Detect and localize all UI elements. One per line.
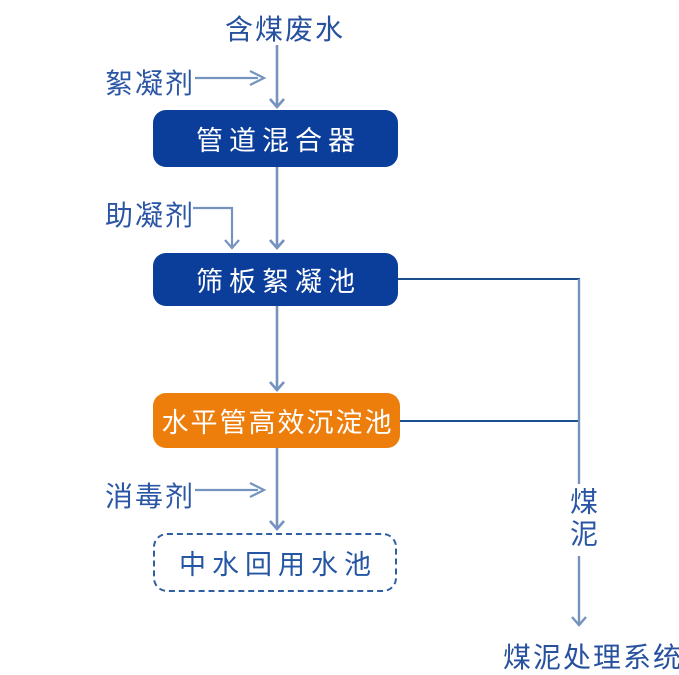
node-flocculation-tank-label: 筛板絮凝池 (196, 267, 361, 298)
label-flocculant: 絮凝剂 (105, 67, 196, 100)
node-sedimentation-tank-label: 水平管高效沉淀池 (161, 408, 394, 439)
node-pipe-mixer-label: 管道混合器 (196, 126, 361, 157)
arrow-flocculation-to-sedimentation (269, 306, 285, 392)
arrow-sedimentation-to-reuse (269, 448, 285, 531)
arrow-source-to-mixer (269, 45, 285, 109)
node-flocculation-tank: 筛板絮凝池 (153, 253, 398, 306)
node-reuse-tank-label: 中水回用水池 (179, 550, 377, 581)
arrow-slime-to-treatment (571, 556, 587, 627)
label-coagulant-aid: 助凝剂 (105, 199, 196, 232)
arrow-mixer-to-flocculation (269, 167, 285, 250)
node-source-water: 含煤废水 (225, 13, 346, 46)
node-slime-treatment-system: 煤泥处理系统 (503, 641, 679, 674)
node-pipe-mixer: 管道混合器 (153, 110, 398, 167)
label-disinfectant: 消毒剂 (105, 480, 196, 513)
node-sedimentation-tank: 水平管高效沉淀池 (153, 393, 400, 448)
arrow-flocculant (195, 70, 267, 86)
arrow-coagulant-aid (193, 206, 240, 250)
node-reuse-tank: 中水回用水池 (153, 533, 397, 592)
arrow-disinfectant (195, 482, 267, 498)
label-coal-slime: 煤泥 (566, 487, 599, 551)
